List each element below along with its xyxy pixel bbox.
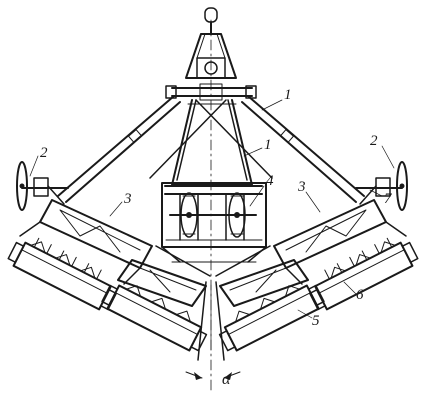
side-wheel-right [355, 161, 408, 211]
disc-battery-left-front [7, 237, 117, 311]
frame-right-rear [215, 245, 309, 307]
callout-1-upper: 1 [284, 87, 292, 103]
center-frame [161, 99, 267, 263]
side-wheel-left [16, 161, 69, 211]
callout-3-left: 3 [124, 191, 132, 207]
disc-battery-right-rear [218, 284, 325, 352]
callout-2-left: 2 [40, 145, 48, 161]
callout-6: 6 [356, 287, 364, 303]
callout-4: 4 [266, 173, 274, 189]
disc-battery-right-front [309, 237, 419, 311]
callout-2-right: 2 [370, 133, 378, 149]
tie-bars [57, 95, 365, 203]
center-wheels [169, 192, 257, 238]
hitch-crossbar [165, 83, 257, 101]
frame-left-rear [117, 245, 211, 307]
callout-1-lower: 1 [264, 137, 272, 153]
callout-7: 7 [384, 191, 392, 207]
disc-battery-left-rear [101, 284, 208, 352]
angle-marker [185, 281, 241, 380]
hitch [185, 7, 237, 79]
angle-alpha-label: α [222, 371, 231, 388]
callout-3-right: 3 [298, 179, 306, 195]
leader-lines [29, 99, 395, 319]
callout-5: 5 [312, 313, 320, 329]
